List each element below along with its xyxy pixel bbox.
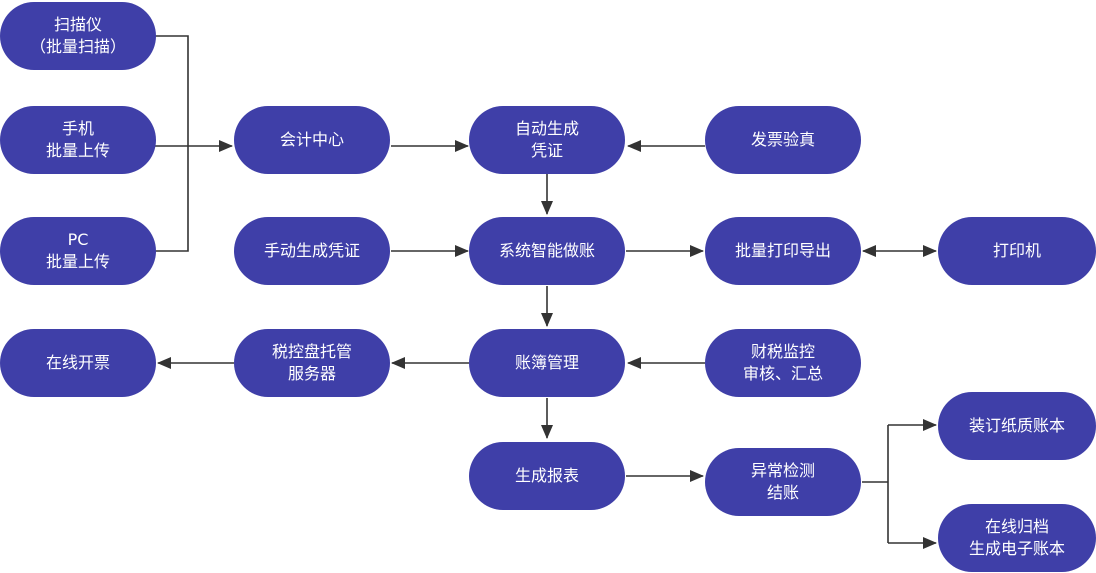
node-tax-monitor-line-2: 审核、汇总: [742, 364, 823, 383]
node-anomaly-check-line-2: 结账: [766, 483, 799, 502]
node-online-invoice-label: 在线开票: [45, 353, 110, 372]
node-e-archive: 在线归档 生成电子账本: [938, 504, 1096, 572]
node-ledger-mgmt: 账簿管理: [469, 329, 625, 397]
node-anomaly-check-line-1: 异常检测: [750, 461, 815, 480]
node-invoice-verify-label: 发票验真: [750, 130, 815, 149]
node-auto-voucher-line-1: 自动生成: [514, 119, 579, 138]
node-e-archive-line-1: 在线归档: [984, 517, 1049, 536]
node-pc-line-2: 批量上传: [45, 252, 110, 271]
node-pc-upload: PC 批量上传: [0, 217, 156, 285]
node-tax-monitor-line-1: 财税监控: [750, 342, 815, 361]
node-manual-voucher: 手动生成凭证: [234, 217, 390, 285]
connector-scanner-merge: [140, 35, 189, 252]
node-gen-reports-label: 生成报表: [514, 466, 579, 485]
node-invoice-verify: 发票验真: [705, 106, 861, 174]
node-batch-print-label: 批量打印导出: [734, 241, 831, 260]
node-auto-voucher: 自动生成 凭证: [469, 106, 625, 174]
node-tax-monitor: 财税监控 审核、汇总: [705, 329, 861, 397]
node-mobile-line-1: 手机: [61, 119, 94, 138]
node-bind-paper-label: 装订纸质账本: [968, 416, 1065, 435]
node-scanner-line-2: （批量扫描）: [29, 37, 126, 56]
node-tax-server-line-2: 服务器: [287, 364, 336, 383]
node-auto-voucher-line-2: 凭证: [530, 141, 563, 160]
node-scanner-line-1: 扫描仪: [53, 15, 102, 34]
node-batch-print: 批量打印导出: [705, 217, 861, 285]
node-online-invoice: 在线开票: [0, 329, 156, 397]
node-accounting-center-label: 会计中心: [279, 130, 344, 149]
node-gen-reports: 生成报表: [469, 442, 625, 510]
node-tax-server: 税控盘托管 服务器: [234, 329, 390, 397]
node-printer: 打印机: [938, 217, 1096, 285]
node-anomaly-check: 异常检测 结账: [705, 448, 861, 516]
node-mobile-line-2: 批量上传: [45, 141, 110, 160]
node-pc-line-1: PC: [67, 230, 89, 249]
node-bind-paper: 装订纸质账本: [938, 392, 1096, 460]
node-scanner: 扫描仪 （批量扫描）: [0, 2, 156, 70]
node-manual-voucher-label: 手动生成凭证: [263, 241, 360, 260]
node-e-archive-line-2: 生成电子账本: [968, 539, 1065, 558]
node-mobile-upload: 手机 批量上传: [0, 106, 156, 174]
node-ledger-mgmt-label: 账簿管理: [514, 353, 579, 372]
node-printer-label: 打印机: [992, 241, 1041, 260]
node-smart-booking: 系统智能做账: [469, 217, 625, 285]
node-smart-booking-label: 系统智能做账: [498, 241, 595, 260]
node-tax-server-line-1: 税控盘托管: [271, 342, 352, 361]
node-accounting-center: 会计中心: [234, 106, 390, 174]
